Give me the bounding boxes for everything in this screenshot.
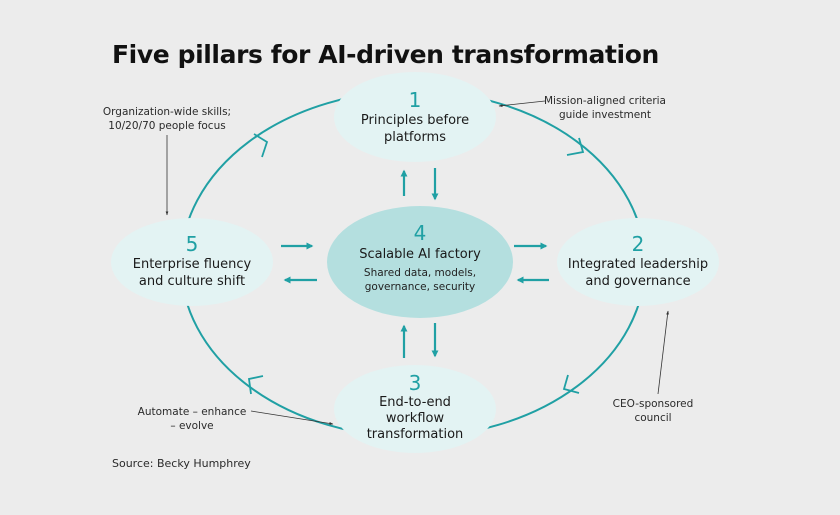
pillar-label-line: End-to-end xyxy=(379,395,451,410)
pillar-label-line: and governance xyxy=(585,274,690,289)
node-ellipse xyxy=(334,365,496,453)
hub-link-4-3 xyxy=(400,323,439,358)
pillar-label-line: Enterprise fluency xyxy=(133,257,252,272)
annotation-pillar-5: Organization-wide skills; 10/20/70 peopl… xyxy=(103,106,231,216)
pillar-label-line: Principles before xyxy=(361,113,469,128)
node-ellipse xyxy=(557,218,719,306)
pillar-node-3: 3 End-to-end workflow transformation xyxy=(334,365,496,453)
pillar-number: 5 xyxy=(186,232,199,256)
pillar-node-5: 5 Enterprise fluency and culture shift xyxy=(111,218,273,306)
leader-arrow xyxy=(250,410,334,425)
source-credit: Source: Becky Humphrey xyxy=(112,457,251,470)
leader-arrow xyxy=(498,100,546,108)
node-ellipse xyxy=(111,218,273,306)
hub-link-4-2 xyxy=(514,242,549,284)
pillar-node-4-center: 4 Scalable AI factory Shared data, model… xyxy=(327,206,513,318)
pillar-label-line: Integrated leadership xyxy=(568,257,708,272)
cycle-chevron-5-to-1 xyxy=(253,133,269,158)
hub-link-1-4 xyxy=(400,168,439,201)
hub-link-5-4 xyxy=(281,242,317,284)
pillar-subtext-line: governance, security xyxy=(365,281,475,293)
annotation-line: 10/20/70 people focus xyxy=(108,120,225,132)
annotation-line: guide investment xyxy=(559,109,651,121)
diagram-title: Five pillars for AI-driven transformatio… xyxy=(112,40,659,69)
pillar-label-line: workflow xyxy=(386,411,445,426)
pillar-number: 4 xyxy=(414,221,427,245)
cycle-chevron-1-to-2 xyxy=(566,137,585,156)
annotation-pillar-2: CEO-sponsored council xyxy=(613,310,694,424)
pillar-number: 2 xyxy=(632,232,645,256)
cycle-chevron-2-to-3 xyxy=(562,374,580,394)
pillar-number: 3 xyxy=(409,371,422,395)
annotation-line: Organization-wide skills; xyxy=(103,106,231,118)
pillar-node-1: 1 Principles before platforms xyxy=(334,72,496,162)
pillar-subtext-line: Shared data, models, xyxy=(364,267,476,279)
annotation-line: CEO-sponsored xyxy=(613,398,694,410)
node-ellipse xyxy=(334,72,496,162)
annotation-line: council xyxy=(634,412,671,424)
pillar-label-line: platforms xyxy=(384,130,446,145)
pillar-label-line: transformation xyxy=(367,427,464,442)
leader-arrow xyxy=(657,310,669,395)
pillar-title: Scalable AI factory xyxy=(359,247,481,262)
node-ellipse xyxy=(327,206,513,318)
annotation-pillar-1: Mission-aligned criteria guide investmen… xyxy=(498,95,666,121)
cycle-chevron-3-to-5 xyxy=(247,375,264,395)
annotation-pillar-3: Automate – enhance – evolve xyxy=(138,406,334,432)
pillar-number: 1 xyxy=(409,88,422,112)
pillar-node-2: 2 Integrated leadership and governance xyxy=(557,218,719,306)
annotation-line: – evolve xyxy=(170,420,213,432)
pillar-label-line: and culture shift xyxy=(139,274,245,289)
annotation-line: Automate – enhance xyxy=(138,406,247,418)
annotation-line: Mission-aligned criteria xyxy=(544,95,666,107)
